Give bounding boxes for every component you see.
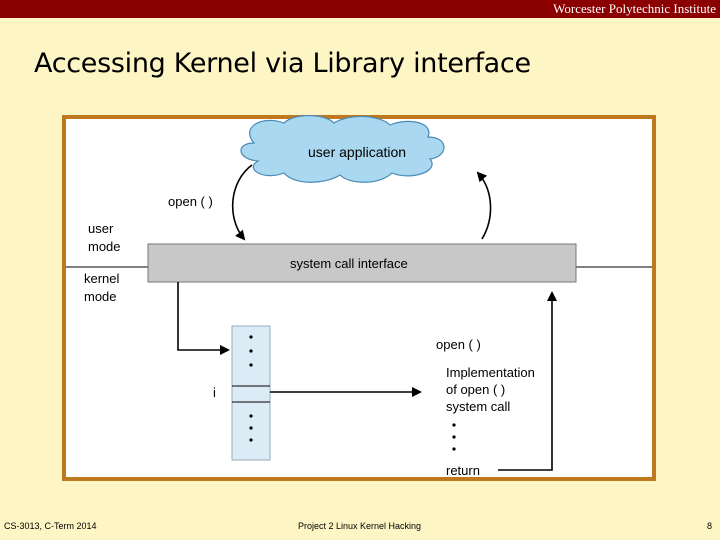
institution-name: Worcester Polytechnic Institute xyxy=(553,1,716,16)
implementation-line2: of open ( ) xyxy=(446,382,505,397)
return-path-arrow xyxy=(498,291,557,471)
index-label: i xyxy=(213,385,216,400)
system-call-interface-bar xyxy=(147,243,577,283)
footer-page-number: 8 xyxy=(707,521,713,531)
implementation-line3: system call xyxy=(446,399,510,414)
dispatch-arrow xyxy=(177,282,230,355)
system-call-diagram: user application open ( ) user mode kern… xyxy=(62,115,656,481)
system-call-table xyxy=(231,325,271,461)
implementation-line1: Implementation xyxy=(446,365,535,380)
header-bar: Worcester Polytechnic Institute xyxy=(0,0,720,18)
footer-project: Project 2 Linux Kernel Hacking xyxy=(298,521,422,531)
user-application-label: user application xyxy=(308,144,406,160)
kernel-mode-label-line1: kernel xyxy=(84,271,120,286)
footer-course: CS-3013, C-Term 2014 xyxy=(4,521,97,531)
user-mode-label-line2: mode xyxy=(88,239,121,254)
system-call-interface-label: system call interface xyxy=(290,256,408,271)
user-application-cloud xyxy=(240,115,445,183)
open-call-top-label: open ( ) xyxy=(168,194,213,209)
implementation-ellipsis-dots xyxy=(452,423,456,451)
open-call-arrow xyxy=(231,164,253,241)
open-call-right-label: open ( ) xyxy=(436,337,481,352)
user-mode-label-line1: user xyxy=(88,221,114,236)
kernel-mode-label-line2: mode xyxy=(84,289,117,304)
return-to-user-arrow xyxy=(476,171,492,240)
slide-title: Accessing Kernel via Library interface xyxy=(34,48,531,79)
return-label: return xyxy=(446,463,480,478)
table-ellipsis-dots xyxy=(249,335,253,442)
